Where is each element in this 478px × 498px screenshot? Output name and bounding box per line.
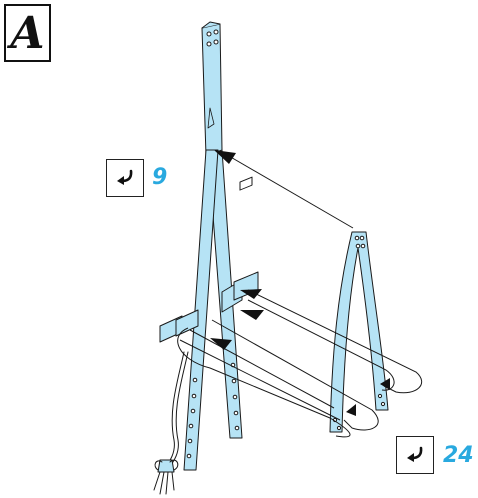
guide-line-lower-1 bbox=[211, 319, 379, 431]
reference-number-9: 9 bbox=[152, 165, 168, 190]
guide-line-top bbox=[221, 151, 354, 229]
step-label: A bbox=[4, 4, 51, 62]
hole bbox=[232, 394, 238, 400]
guide-line-middle bbox=[247, 299, 395, 391]
hole bbox=[191, 393, 197, 399]
front-leg-left bbox=[183, 149, 219, 471]
hole bbox=[359, 235, 365, 241]
cord-tassel bbox=[157, 459, 175, 473]
hole bbox=[234, 425, 240, 431]
reference-number-24: 24 bbox=[443, 443, 474, 468]
guide-line-upper bbox=[247, 289, 423, 394]
arrowhead bbox=[210, 338, 232, 350]
step-letter: A bbox=[10, 7, 45, 59]
hole bbox=[336, 425, 342, 431]
hole bbox=[355, 243, 361, 249]
hole bbox=[213, 39, 219, 45]
hole bbox=[380, 401, 386, 407]
hole bbox=[360, 243, 366, 249]
hole bbox=[192, 377, 198, 383]
hole bbox=[206, 31, 212, 37]
arrowhead bbox=[214, 150, 236, 164]
arrowhead bbox=[346, 404, 356, 416]
hole bbox=[231, 378, 237, 384]
hole bbox=[186, 453, 192, 459]
hole bbox=[206, 41, 212, 47]
guide-line-bottom bbox=[179, 339, 341, 421]
a-frame-part bbox=[329, 231, 389, 433]
top-post bbox=[201, 23, 223, 157]
cord bbox=[163, 351, 185, 469]
hole bbox=[213, 29, 219, 35]
guide-line-lower-2 bbox=[189, 329, 335, 409]
return-arrow-icon bbox=[407, 446, 423, 462]
hole bbox=[377, 393, 383, 399]
arrowhead bbox=[380, 378, 390, 390]
hole bbox=[187, 438, 193, 444]
hole bbox=[233, 410, 239, 416]
hole bbox=[190, 408, 196, 414]
reference-box-24 bbox=[396, 436, 434, 474]
hole bbox=[188, 423, 194, 429]
return-arrow-icon bbox=[117, 169, 133, 185]
reference-box-9 bbox=[106, 159, 144, 197]
arrowhead bbox=[240, 289, 262, 299]
arrowhead bbox=[240, 310, 264, 320]
guide-line-loop bbox=[177, 327, 351, 438]
hole bbox=[354, 235, 360, 241]
